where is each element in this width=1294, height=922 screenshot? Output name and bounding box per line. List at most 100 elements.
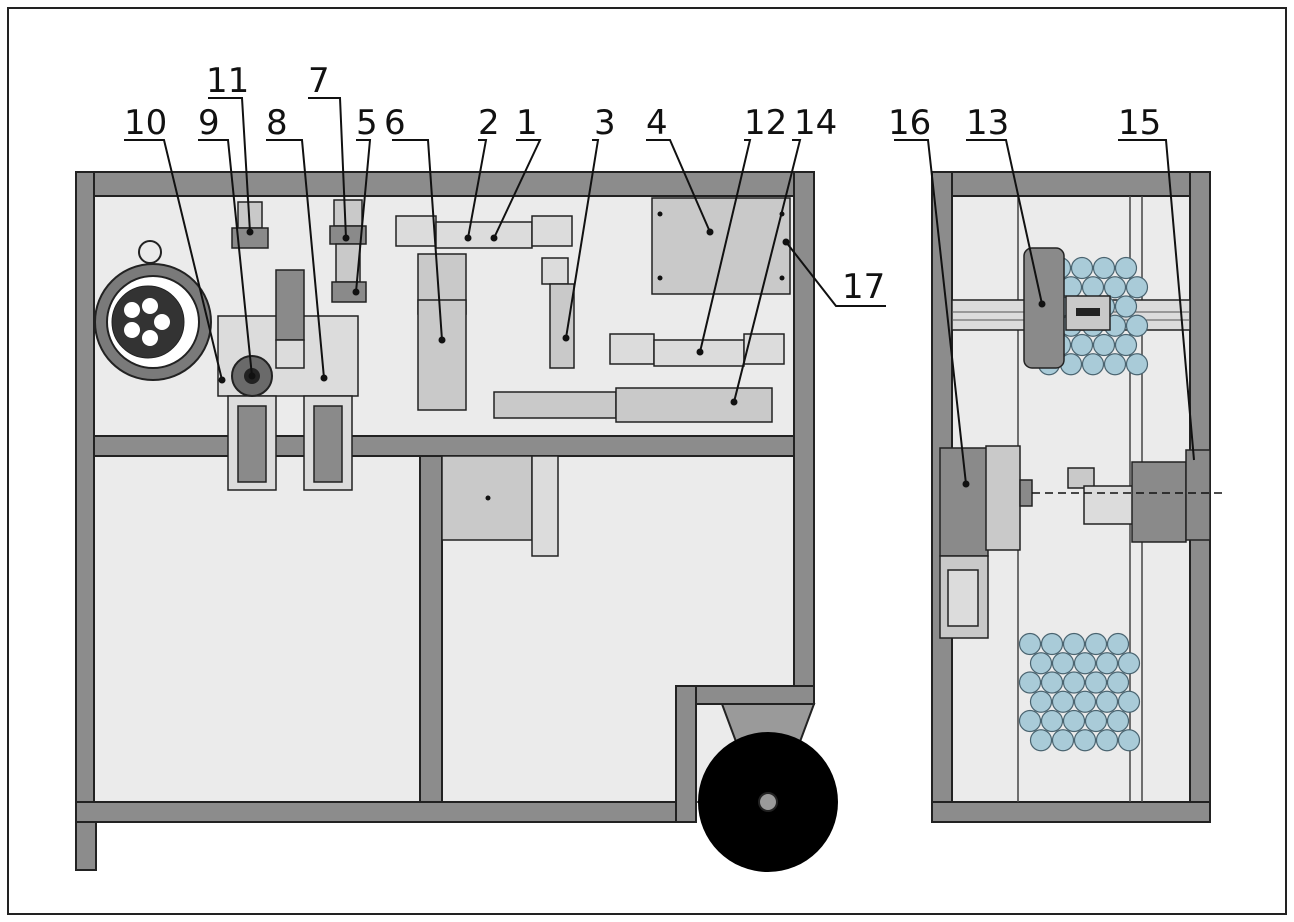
callout-11: 11 [206, 61, 249, 101]
ball [1062, 709, 1086, 733]
callout-7: 7 [308, 61, 330, 101]
bracket-arm [531, 455, 559, 557]
die-leg-right-insert [313, 405, 343, 483]
ball [1092, 333, 1116, 357]
ball [1095, 690, 1119, 713]
ball [1081, 276, 1105, 299]
right-frame-post [793, 171, 815, 703]
threaded-nut-15 [1131, 461, 1187, 543]
cylinder-top [275, 269, 305, 341]
ball [1040, 709, 1064, 733]
valve-7-body [335, 243, 361, 283]
side-bottom-rail [931, 801, 1211, 823]
side-view [931, 171, 1222, 823]
reel-hanger [138, 240, 162, 264]
cylinder-3-body [549, 283, 575, 369]
ball [1125, 314, 1149, 337]
left-leg [75, 821, 97, 871]
ball [1106, 709, 1130, 733]
callout-16: 16 [888, 103, 931, 143]
cylinder-rod [275, 339, 305, 369]
ball [1040, 671, 1064, 694]
ball [1114, 333, 1138, 357]
rod-14 [493, 391, 617, 419]
motor-16-flange [985, 445, 1021, 551]
ball [1106, 671, 1130, 694]
callout-2: 2 [478, 103, 500, 143]
ball [1117, 690, 1141, 713]
plate-4 [651, 197, 791, 295]
rail-12-left-end [609, 333, 655, 365]
block-6-body [417, 299, 467, 411]
ball [1070, 333, 1094, 357]
ball [1095, 729, 1119, 752]
callout-12: 12 [744, 103, 787, 143]
ball [1081, 353, 1105, 376]
ball [1029, 690, 1053, 713]
callout-14: 14 [794, 103, 837, 143]
left-frame-post [75, 171, 95, 823]
ball-stack-lower [1018, 632, 1141, 752]
ball [1092, 256, 1116, 280]
motor-16-plate [947, 569, 979, 627]
leader-dots [218, 228, 1046, 488]
side-top-rail [931, 171, 1211, 197]
callout-5: 5 [356, 103, 378, 143]
callout-6: 6 [384, 103, 406, 143]
bracket-marker [485, 495, 491, 501]
ball [1051, 652, 1075, 675]
ball [1084, 709, 1108, 733]
ball [1051, 690, 1075, 713]
center-divider [419, 455, 443, 803]
middle-shelf [93, 435, 795, 457]
valve-7-base [331, 281, 367, 303]
ball [1070, 256, 1094, 280]
ball [1117, 652, 1141, 675]
ball [1114, 256, 1138, 280]
threaded-rod-end [1067, 467, 1095, 489]
callout-8: 8 [266, 103, 288, 143]
ball [1125, 276, 1149, 299]
ball [1018, 671, 1042, 694]
ball [1062, 671, 1086, 694]
ball [1062, 632, 1086, 656]
front-view [75, 171, 838, 872]
ball [1073, 652, 1097, 675]
callout-1: 1 [516, 103, 538, 143]
ball [1125, 353, 1149, 376]
ball [1073, 690, 1097, 713]
callout-10: 10 [124, 103, 167, 143]
rail-1-2 [435, 221, 533, 249]
bearing-15 [1185, 449, 1211, 541]
wheel-bay-side [675, 685, 697, 823]
top-frame-rail [75, 171, 815, 197]
ball [1051, 729, 1075, 752]
callout-15: 15 [1118, 103, 1161, 143]
ball [1114, 295, 1138, 318]
ball [1095, 652, 1119, 675]
callout-3: 3 [594, 103, 616, 143]
callout-13: 13 [966, 103, 1009, 143]
ball [1103, 353, 1127, 376]
reel-hub [111, 285, 185, 359]
callout-17: 17 [842, 267, 885, 307]
pulley-13 [1023, 247, 1065, 369]
motor-16-shaft [1019, 479, 1033, 507]
ball [1084, 632, 1108, 656]
ball [1018, 709, 1042, 733]
valve-7-top [333, 199, 363, 227]
leader-lines [124, 97, 1195, 485]
lower-left-compartment [93, 455, 421, 803]
cylinder-3-head [541, 257, 569, 285]
rail-right-end [531, 215, 573, 247]
ball [1040, 632, 1064, 656]
bottom-frame-rail [75, 801, 697, 823]
callout-9: 9 [198, 103, 220, 143]
ball [1117, 729, 1141, 752]
ball [1029, 652, 1053, 675]
ball [1073, 729, 1097, 752]
callout-4: 4 [646, 103, 668, 143]
ball [1018, 632, 1042, 656]
rail-left-end [395, 215, 437, 247]
